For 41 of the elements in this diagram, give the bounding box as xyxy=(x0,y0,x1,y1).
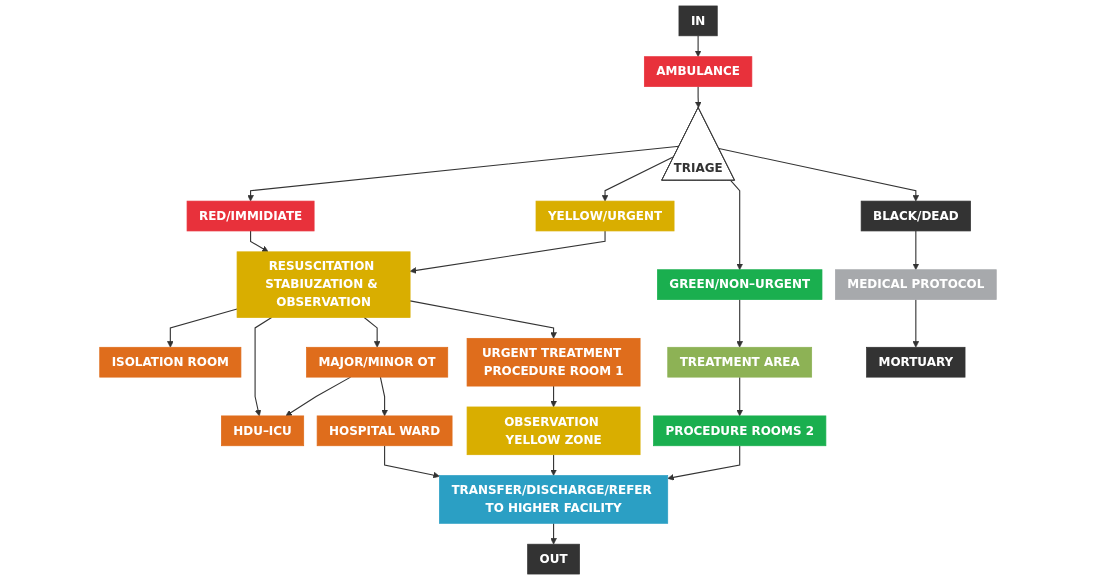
arrow xyxy=(695,85,702,109)
arrow xyxy=(736,376,743,417)
node-box: RED/IMMIDIATE xyxy=(186,200,315,232)
node-box: OUT xyxy=(527,543,580,575)
node-box: PROCEDURE ROOMS 2 xyxy=(653,415,827,447)
arrow xyxy=(363,316,381,348)
node-box: IN xyxy=(678,5,718,37)
arrow xyxy=(409,300,557,339)
node-box: ISOLATION ROOM xyxy=(99,346,242,378)
node-box: HOSPITAL WARD xyxy=(316,415,453,447)
arrow xyxy=(730,180,743,271)
node-box: OBSERVATION YELLOW ZONE xyxy=(466,406,641,456)
arrow xyxy=(384,445,440,479)
arrow xyxy=(254,316,273,417)
arrow xyxy=(912,230,920,271)
node-box: HDU–ICU xyxy=(221,415,305,447)
node-box: AMBULANCE xyxy=(643,56,753,87)
arrow xyxy=(912,299,920,348)
node-box: TRANSFER/DISCHARGE/REFER TO HIGHER FACILITY xyxy=(439,475,669,524)
arrow xyxy=(601,155,675,202)
node-box: TREATMENT AREA xyxy=(667,346,813,378)
node-box: YELLOW/URGENT xyxy=(535,200,675,232)
arrow xyxy=(736,299,743,348)
node-box: URGENT TREATMENT PROCEDURE ROOM 1 xyxy=(466,337,641,387)
node-box: RESUSCITATION STABIUZATION & OBSERVATION xyxy=(236,251,411,318)
node-box: GREEN/NON–URGENT xyxy=(657,269,823,300)
arrow xyxy=(694,35,702,57)
arrow xyxy=(247,145,680,202)
arrow xyxy=(550,385,557,408)
arrow xyxy=(379,376,388,417)
arrow xyxy=(250,230,269,253)
arrow xyxy=(718,148,920,202)
node-box: MAJOR/MINOR OT xyxy=(306,346,449,378)
arrow xyxy=(667,445,741,481)
arrow xyxy=(550,522,557,545)
node-box: BLACK/DEAD xyxy=(860,200,971,232)
arrow xyxy=(550,454,557,476)
arrow xyxy=(167,308,238,348)
node-box: MEDICAL PROTOCOL xyxy=(835,269,997,300)
arrow xyxy=(409,230,606,274)
node-box: MORTUARY xyxy=(866,346,966,378)
